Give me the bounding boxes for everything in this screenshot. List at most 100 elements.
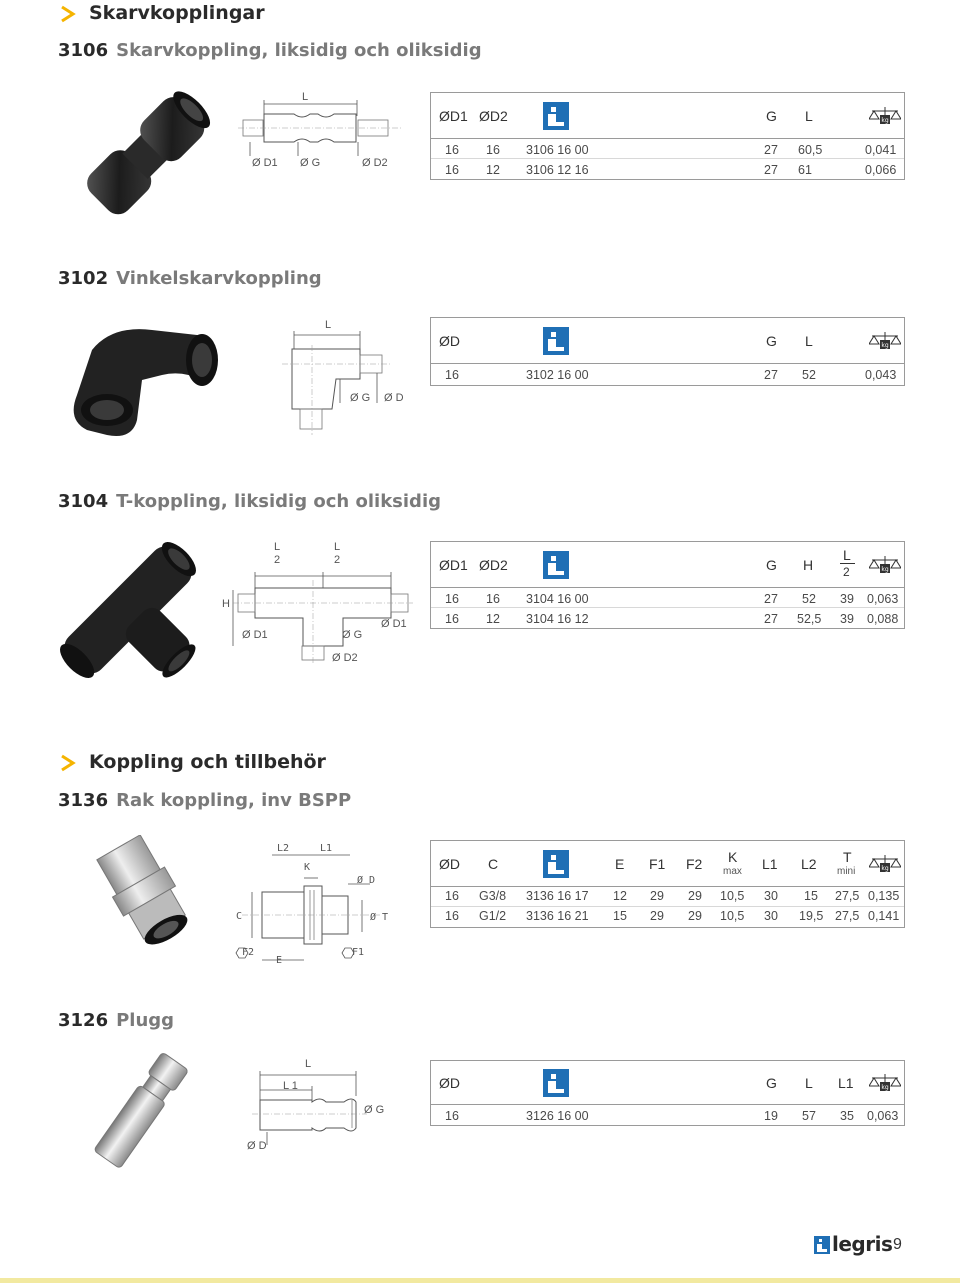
spec-table-3102: ØD G L kg 16 3102 16 00 27 52 0,043 [430,317,905,386]
product-number: 3104 [58,491,109,512]
product-name: Skarvkoppling, liksidig och oliksidig [116,40,482,61]
cell: 30 [764,889,778,903]
cell: 30 [764,909,778,923]
category-title: Koppling och tillbehör [89,751,326,773]
cell: 10,5 [720,889,745,903]
cell: 0,135 [868,889,900,903]
cell: 0,141 [868,909,900,923]
col-header: L1 [762,856,778,872]
product-heading: 3136 Rak koppling, inv BSPP [58,790,351,811]
cell: 0,041 [865,143,897,157]
cell: 12 [486,163,500,177]
weight-scale-icon: kg [869,107,901,124]
dim-label-l1: L1 [320,843,333,854]
col-header: C [488,856,499,872]
dim-label-l: L [274,541,281,553]
cell: 39 [840,592,854,606]
cell: 19,5 [799,909,824,923]
cell: G3/8 [479,889,507,903]
cell: 16 [486,143,500,157]
col-header: E [615,856,625,872]
product-name: Plugg [116,1010,175,1031]
cell: 27,5 [835,909,860,923]
cell: 29 [688,889,702,903]
cell: 0,043 [865,368,897,382]
dim-label-g: Ø G [350,392,371,404]
dim-label-f2: F2 [242,947,255,958]
col-header: G [766,108,777,124]
product-number: 3136 [58,790,109,811]
cell: 61 [798,163,812,177]
cell: 29 [650,909,664,923]
col-header-denominator: 2 [843,565,850,579]
col-header: L [805,108,813,124]
dim-label-t: Ø T [370,912,389,923]
col-header: T [843,849,852,865]
col-header: L1 [838,1075,854,1091]
product-photo-3102 [73,329,218,436]
dim-label-g: Ø G [342,629,363,641]
product-name: Vinkelskarvkoppling [116,268,322,289]
dim-label-l: L [325,319,332,331]
cell: 0,066 [865,163,897,177]
col-header: ØD1 [439,557,468,573]
weight-scale-icon: kg [869,855,901,872]
dim-label-l: L [334,541,341,553]
dim-label-c: C [236,911,243,922]
dim-label-l2: L2 [277,843,290,854]
spec-table-3136: ØD C E F1 F2 K max L1 L2 T mini kg 16 G3… [430,840,905,928]
brand-name: legris [832,1232,893,1256]
cell: 27 [764,592,778,606]
product-number: 3126 [58,1010,109,1031]
cell: 0,063 [867,592,899,606]
cell: 39 [840,612,854,626]
spec-table-3126: ØD G L L1 kg 16 3126 16 00 19 57 35 0,06… [430,1060,905,1126]
product-name: Rak koppling, inv BSPP [116,790,352,811]
dim-label-l1: L 1 [283,1080,298,1092]
spec-table-3106: ØD1 ØD2 G L kg 16 16 3106 16 00 27 60,5 … [430,92,905,180]
col-header: F2 [686,856,703,872]
chevron-right-icon [61,754,76,772]
cell: 29 [688,909,702,923]
cell: 35 [840,1109,854,1123]
cell: 15 [613,909,627,923]
cell: 16 [445,1109,459,1123]
dim-label-g: Ø G [364,1104,385,1116]
col-header: ØD [439,856,460,872]
cell: 10,5 [720,909,745,923]
dim-label-h: H [222,598,230,610]
page-bottom-band [0,1278,960,1283]
svg-text:kg: kg [881,342,888,349]
cell: G1/2 [479,909,507,923]
page-number: 9 [893,1236,902,1253]
dim-label-l: L [302,91,309,103]
cell: 3136 16 17 [526,889,589,903]
cell: 16 [445,612,459,626]
dim-label-d1: Ø D1 [252,157,278,169]
weight-scale-icon: kg [869,1074,901,1091]
col-header-sub: mini [837,866,856,877]
dim-label-two: 2 [274,554,281,566]
col-header: ØD1 [439,108,468,124]
technical-drawing-3104 [232,572,413,665]
legris-reference-icon [543,327,569,355]
legris-reference-icon [543,1069,569,1097]
dim-label-k: K [304,862,311,873]
dim-label-d2: Ø D2 [332,652,358,664]
dim-label-d1: Ø D1 [242,629,268,641]
cell: 52 [802,368,816,382]
spec-table-3104: ØD1 ØD2 G H L 2 kg 16 16 3104 16 00 27 5… [430,541,905,629]
technical-drawing-3126 [252,1071,367,1145]
dim-label-d2: Ø D2 [362,157,388,169]
dim-label-e: E [276,955,283,966]
weight-scale-icon: kg [869,332,901,349]
cell: 12 [613,889,627,903]
dim-label-d1-right: Ø D1 [381,618,407,630]
legris-reference-icon [543,551,569,579]
col-header: ØD [439,333,460,349]
product-name: T-koppling, liksidig och oliksidig [116,491,441,512]
svg-text:kg: kg [881,117,888,124]
product-heading: 3126 Plugg [58,1010,174,1031]
dim-label-f1: F1 [352,947,365,958]
